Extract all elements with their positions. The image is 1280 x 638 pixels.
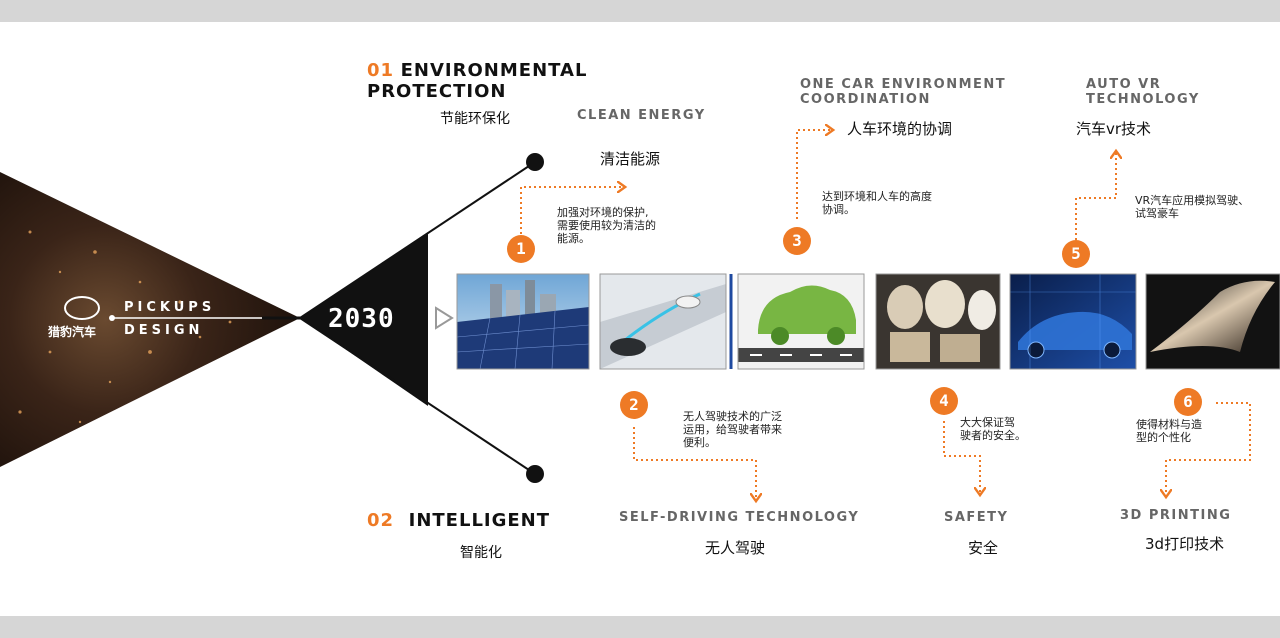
sparkle-cone [0, 172, 300, 467]
item4-badge: 4 [930, 387, 958, 415]
photo-solar [456, 274, 590, 370]
item2-badge: 2 [620, 391, 648, 419]
photo-airbags [876, 274, 1000, 369]
branch-top-title-cn: 节能环保化 [440, 111, 510, 127]
item5-desc: VR汽车应用模拟驾驶、试驾豪车 [1135, 194, 1250, 220]
item5-badge: 5 [1062, 240, 1090, 268]
item2-en: SELF-DRIVING TECHNOLOGY [619, 510, 860, 525]
branch-top-title-line1: ENVIRONMENTAL [400, 60, 588, 81]
branch-bottom-heading: 02 INTELLIGENT [367, 510, 550, 531]
photo-3d-printing [1146, 274, 1280, 369]
branch-top-number: 01 [367, 60, 395, 81]
item1-desc: 加强对环境的保护,需要使用较为清洁的能源。 [557, 206, 656, 245]
item1-badge: 1 [507, 235, 535, 263]
item6-cn: 3d打印技术 [1145, 535, 1225, 553]
item2-cn: 无人驾驶 [705, 539, 766, 557]
brand-word-design: DESIGN [124, 323, 204, 338]
branch-top-heading: 01 ENVIRONMENTAL PROTECTION [367, 60, 587, 102]
item3-badge: 3 [783, 227, 811, 255]
item1-cn: 清洁能源 [600, 150, 661, 168]
fork-triangle [300, 232, 428, 406]
timeline-canvas: 猎豹汽车 PICKUPS DESIGN 2030 01 ENVIRONMENTA… [0, 22, 1280, 616]
item4-desc: 大大保证驾驶者的安全。 [960, 416, 1026, 442]
item3-desc: 达到环境和人车的高度协调。 [822, 190, 932, 216]
item4-en: SAFETY [944, 510, 1009, 525]
item6-badge: 6 [1174, 388, 1202, 416]
photo-self-driving [600, 274, 726, 369]
sparkle-dots [18, 230, 232, 424]
brand-logo-icon [64, 296, 100, 320]
branch-bottom-title: INTELLIGENT [408, 510, 551, 531]
brand-name-cn: 猎豹汽车 [48, 325, 97, 339]
brand-word-pickups: PICKUPS [124, 300, 216, 315]
photo-vr-car [1010, 274, 1136, 369]
branch-bottom-title-cn: 智能化 [460, 545, 502, 561]
year-label: 2030 [328, 304, 395, 334]
item4-cn: 安全 [968, 539, 999, 557]
item6-desc: 使得材料与造型的个性化 [1136, 418, 1202, 444]
photo-eco [738, 274, 864, 369]
item2-desc: 无人驾驶技术的广泛运用，给驾驶者带来便利。 [683, 410, 782, 449]
timeline-lines [0, 22, 1280, 616]
branch-bottom-number: 02 [367, 510, 395, 531]
item3-cn: 人车环境的协调 [847, 120, 953, 138]
item1-en: CLEAN ENERGY [577, 108, 706, 123]
item5-cn: 汽车vr技术 [1076, 120, 1152, 138]
item6-en: 3D PRINTING [1120, 508, 1232, 523]
branch-top-title-line2: PROTECTION [367, 81, 507, 102]
